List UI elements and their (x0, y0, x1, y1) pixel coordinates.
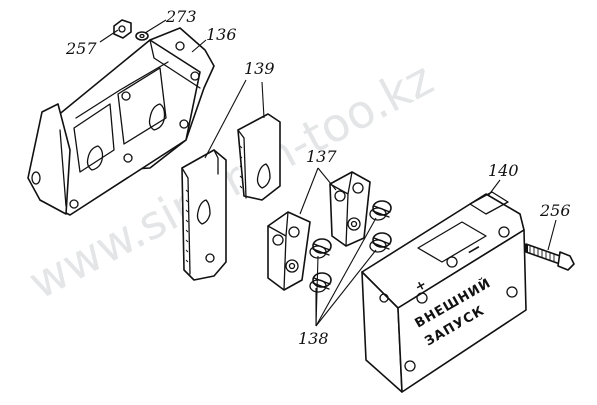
callout-257: 257 (65, 39, 97, 58)
contact-plate-139-right (237, 113, 281, 201)
terminal-block-137-upper (329, 171, 371, 247)
callout-256: 256 (539, 201, 571, 220)
callout-139: 139 (244, 59, 275, 78)
screw-138-b (309, 272, 332, 293)
bracket-136 (27, 27, 215, 216)
nut-257 (113, 19, 132, 39)
screw-138-c (369, 200, 392, 221)
callout-137: 137 (306, 147, 337, 166)
screw-138-d (369, 232, 392, 253)
callout-138: 138 (298, 329, 329, 348)
leader-lines (99, 19, 557, 327)
screw-138-a (309, 238, 332, 259)
plate-minus-sign: — (465, 239, 485, 259)
washer-273 (135, 31, 149, 41)
contact-plate-139-left (181, 149, 227, 281)
callout-136: 136 (206, 25, 237, 44)
terminal-block-137-lower (267, 211, 311, 291)
callout-273: 273 (165, 7, 197, 26)
callout-140: 140 (488, 161, 519, 180)
bolt-256 (524, 243, 575, 271)
cover-plate-140: ВНЕШНИЙ ЗАПУСК + — (361, 191, 527, 393)
